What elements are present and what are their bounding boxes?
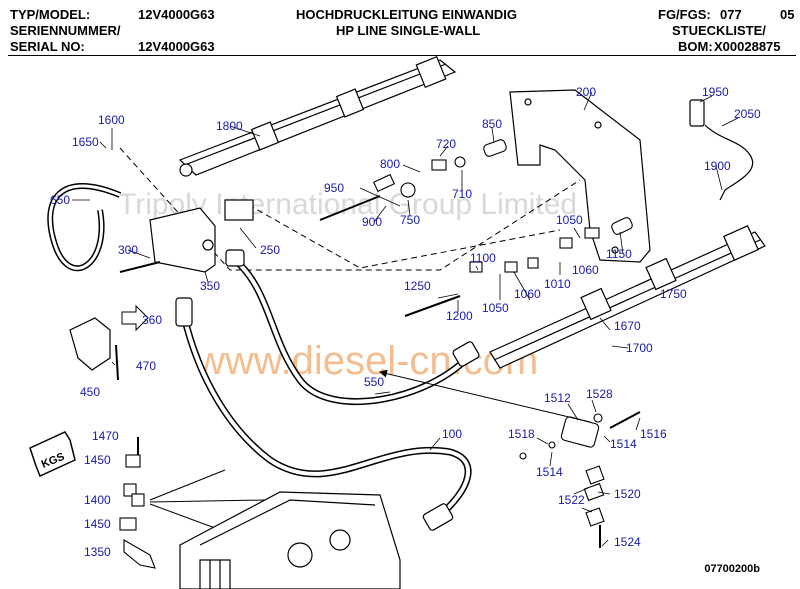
callout-450: 450 xyxy=(80,385,100,399)
callout-1060a: 1060 xyxy=(572,263,599,277)
block-250 xyxy=(149,199,254,273)
callout-1524: 1524 xyxy=(614,535,641,549)
arrow-360-icon xyxy=(121,304,149,332)
typ-model-label: TYP/MODEL: xyxy=(10,7,91,22)
header-divider xyxy=(8,55,796,56)
sensor-1950 xyxy=(689,99,754,201)
callout-1470: 1470 xyxy=(92,429,119,443)
callout-1250: 1250 xyxy=(404,279,431,293)
fg-value: 077 xyxy=(720,7,742,22)
callout-1528: 1528 xyxy=(586,387,613,401)
callout-550: 550 xyxy=(364,375,384,389)
callout-1050a: 1050 xyxy=(556,213,583,227)
fg-label: FG/FGS: xyxy=(658,7,711,22)
callout-1518: 1518 xyxy=(508,427,535,441)
callout-1750: 1750 xyxy=(660,287,687,301)
callout-650: 650 xyxy=(50,193,70,207)
rail-1750 xyxy=(489,225,766,369)
dashed-group-outline xyxy=(119,147,581,271)
callout-1650: 1650 xyxy=(72,135,99,149)
callout-labels: 1600 1650 1800 650 300 250 350 360 450 4… xyxy=(50,85,761,559)
callout-1060b: 1060 xyxy=(514,287,541,301)
callout-200: 200 xyxy=(576,85,596,99)
typ-model-value: 12V4000G63 xyxy=(138,7,215,22)
callout-1900: 1900 xyxy=(704,159,731,173)
kgs-arrow-icon xyxy=(29,431,76,478)
clamp-group-1512 xyxy=(519,411,641,548)
callout-1450a: 1450 xyxy=(84,453,111,467)
callout-1800: 1800 xyxy=(216,119,243,133)
engine-block xyxy=(179,491,401,589)
callout-250: 250 xyxy=(260,243,280,257)
rail-1800 xyxy=(178,55,457,177)
callout-1050b: 1050 xyxy=(482,301,509,315)
bom-label: BOM: xyxy=(678,39,713,54)
bom-value: X00028875 xyxy=(714,39,781,54)
callout-800: 800 xyxy=(380,157,400,171)
callout-470: 470 xyxy=(136,359,156,373)
callout-100: 100 xyxy=(442,427,462,441)
callout-300: 300 xyxy=(118,243,138,257)
clamp-pointers xyxy=(149,469,266,529)
valve-450 xyxy=(69,317,119,381)
callout-1514a: 1514 xyxy=(610,437,637,451)
callout-1514b: 1514 xyxy=(536,465,563,479)
callout-950: 950 xyxy=(324,181,344,195)
callout-1522: 1522 xyxy=(558,493,585,507)
callout-1010: 1010 xyxy=(544,277,571,291)
serial-value: 12V4000G63 xyxy=(138,39,215,54)
small-parts xyxy=(119,139,633,317)
callout-1950: 1950 xyxy=(702,85,729,99)
serial-label: SERIAL NO: xyxy=(10,39,85,54)
callout-1400: 1400 xyxy=(84,493,111,507)
watermark-website: www.diesel-cn.com xyxy=(195,339,538,383)
callout-360: 360 xyxy=(142,313,162,327)
callout-1450b: 1450 xyxy=(84,517,111,531)
callout-1600: 1600 xyxy=(98,113,125,127)
callout-2050: 2050 xyxy=(734,107,761,121)
callout-1150: 1150 xyxy=(606,247,632,261)
pointer-arrow xyxy=(379,369,591,423)
title-en: HP LINE SINGLE-WALL xyxy=(336,23,481,38)
callout-710: 710 xyxy=(452,187,472,201)
figure-id: 07700200b xyxy=(704,563,760,575)
callout-1670: 1670 xyxy=(614,319,641,333)
callout-1100: 1100 xyxy=(470,251,496,265)
callout-1200: 1200 xyxy=(446,309,473,323)
callout-1350: 1350 xyxy=(84,545,111,559)
callout-1512: 1512 xyxy=(544,391,571,405)
callout-750: 750 xyxy=(400,213,420,227)
clamp-parts xyxy=(119,437,156,569)
callout-1516: 1516 xyxy=(640,427,667,441)
callout-850: 850 xyxy=(482,117,502,131)
callout-1520: 1520 xyxy=(614,487,641,501)
title-de: HOCHDRUCKLEITUNG EINWANDIG xyxy=(296,7,517,22)
callout-900: 900 xyxy=(362,215,382,229)
stueckliste-label: STUECKLISTE/ xyxy=(672,23,766,38)
fg-extra: 05 xyxy=(780,7,795,22)
callout-350: 350 xyxy=(200,279,220,293)
bracket-200 xyxy=(509,89,651,263)
serien-label: SERIENNUMMER/ xyxy=(10,23,121,38)
callout-1700: 1700 xyxy=(626,341,653,355)
fittings xyxy=(175,249,480,531)
callout-720: 720 xyxy=(436,137,456,151)
leader-lines xyxy=(72,91,739,547)
